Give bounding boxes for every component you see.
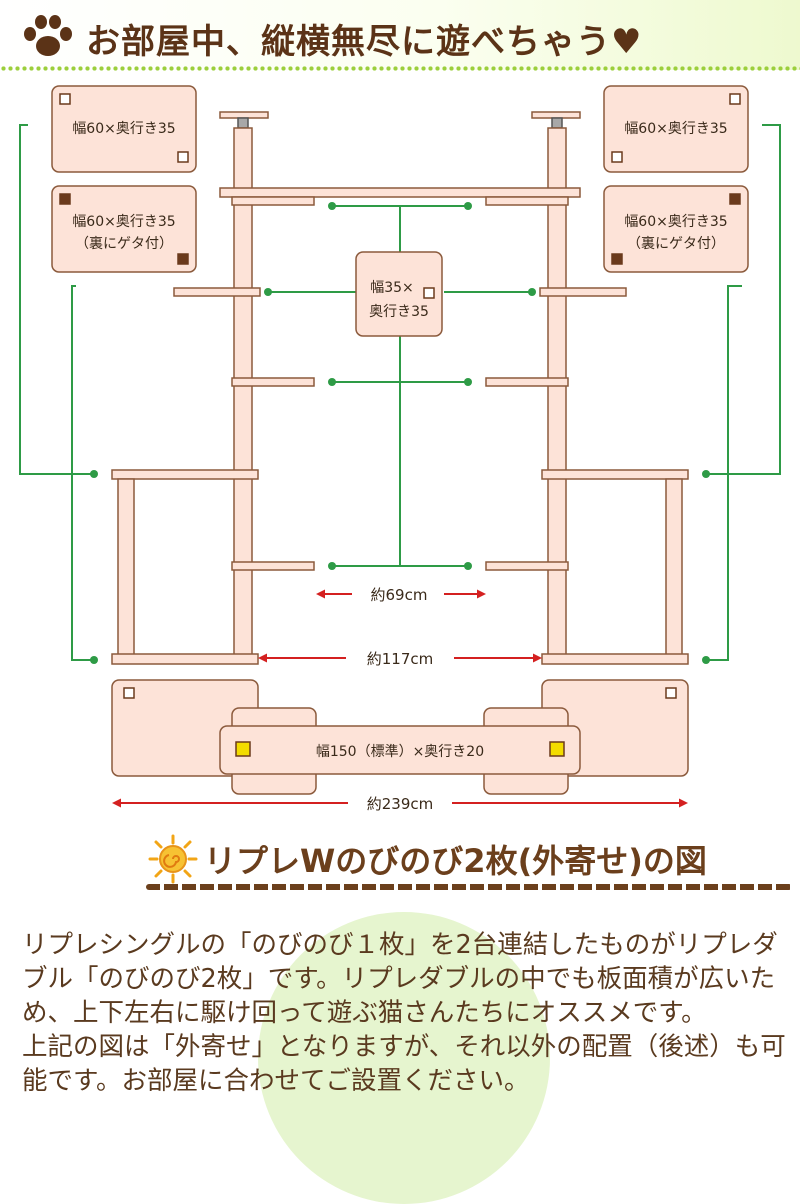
dim-117-label: 約117cm bbox=[367, 650, 434, 668]
shelf-box-top-left bbox=[51, 85, 197, 173]
shelf-box-top-right bbox=[603, 85, 749, 173]
description-paragraph-1: リプレシングルの「のびのび１枚」を2台連結したものがリプレダブル「のびのび2枚」… bbox=[22, 930, 778, 1028]
left-step-shelf bbox=[111, 469, 259, 480]
base-center-board bbox=[219, 725, 581, 775]
header-banner: お部屋中、縦横無尽に遊べちゃう♥ bbox=[0, 0, 800, 70]
shelf-boxes bbox=[51, 85, 749, 337]
left-shelf-4 bbox=[231, 561, 315, 571]
shelf-box-geta-right bbox=[603, 185, 749, 273]
right-shelf-4 bbox=[485, 561, 569, 571]
cat-tower-structure bbox=[111, 111, 689, 665]
right-pole-connector bbox=[551, 117, 563, 129]
base-assembly bbox=[111, 679, 689, 795]
label-geta-left-line2: （裏にゲタ付） bbox=[75, 235, 173, 252]
label-center-line1: 幅35× bbox=[370, 280, 414, 296]
left-base-plate bbox=[111, 653, 259, 665]
right-step-leg bbox=[665, 478, 683, 656]
right-pole bbox=[547, 127, 567, 663]
header-dotted-divider bbox=[0, 66, 800, 71]
dim-239-label: 約239cm bbox=[367, 795, 434, 813]
right-shelf-3 bbox=[485, 377, 569, 387]
background-circle bbox=[258, 912, 550, 1204]
right-base-plate bbox=[541, 653, 689, 665]
leader-lines bbox=[19, 124, 781, 661]
label-top-right-shelf: 幅60×奥行き35 bbox=[624, 120, 727, 137]
left-pole bbox=[233, 127, 253, 663]
header-title: お部屋中、縦横無尽に遊べちゃう♥ bbox=[86, 22, 643, 62]
left-shelf-3 bbox=[231, 377, 315, 387]
leader-endpoints bbox=[90, 202, 710, 664]
right-step-shelf bbox=[541, 469, 689, 480]
label-top-left-shelf: 幅60×奥行き35 bbox=[72, 120, 175, 137]
label-center-line2: 奥行き35 bbox=[369, 303, 429, 320]
left-top-cap bbox=[219, 111, 269, 119]
leader-geta-left-shelf bbox=[71, 285, 94, 661]
description-paragraph-2: 上記の図は「外寄せ」となりますが、それ以外の配置（後述）も可能です。お部屋に合わ… bbox=[22, 1032, 786, 1096]
right-shelf-2 bbox=[539, 287, 627, 297]
diagram-subtitle: リプレWのびのび2枚(外寄せ)の図 bbox=[204, 842, 707, 880]
description-text: リプレシングルの「のびのび１枚」を2台連結したものがリプレダブル「のびのび2枚」… bbox=[22, 928, 792, 1098]
sun-icon bbox=[148, 834, 198, 884]
dim-69-label: 約69cm bbox=[371, 586, 428, 604]
cat-tower-diagram: 幅60×奥行き35 幅60×奥行き35 （裏にゲタ付） 幅60×奥行き35 幅6… bbox=[19, 85, 781, 813]
subtitle-underline bbox=[146, 884, 792, 890]
label-geta-right-line2: （裏にゲタ付） bbox=[627, 235, 725, 252]
shelf-box-geta-left bbox=[51, 185, 197, 273]
top-bridge-shelf bbox=[219, 187, 581, 198]
paw-icon bbox=[24, 15, 72, 56]
shelf-box-center bbox=[355, 251, 443, 337]
right-top-cap bbox=[531, 111, 581, 119]
left-step-leg bbox=[117, 478, 135, 656]
shelf-corner-markers bbox=[59, 93, 741, 299]
label-geta-left-line1: 幅60×奥行き35 bbox=[72, 213, 175, 230]
base-markers bbox=[123, 687, 677, 757]
label-geta-right-line1: 幅60×奥行き35 bbox=[624, 213, 727, 230]
leader-top-right-shelf bbox=[706, 124, 781, 475]
left-shelf-2 bbox=[173, 287, 261, 297]
dimension-arrows bbox=[112, 589, 688, 808]
leader-geta-right-shelf bbox=[706, 285, 742, 661]
leader-top-left-shelf bbox=[19, 124, 94, 475]
label-base-board: 幅150（標準）×奥行き20 bbox=[316, 743, 484, 760]
left-pole-connector bbox=[237, 117, 249, 129]
